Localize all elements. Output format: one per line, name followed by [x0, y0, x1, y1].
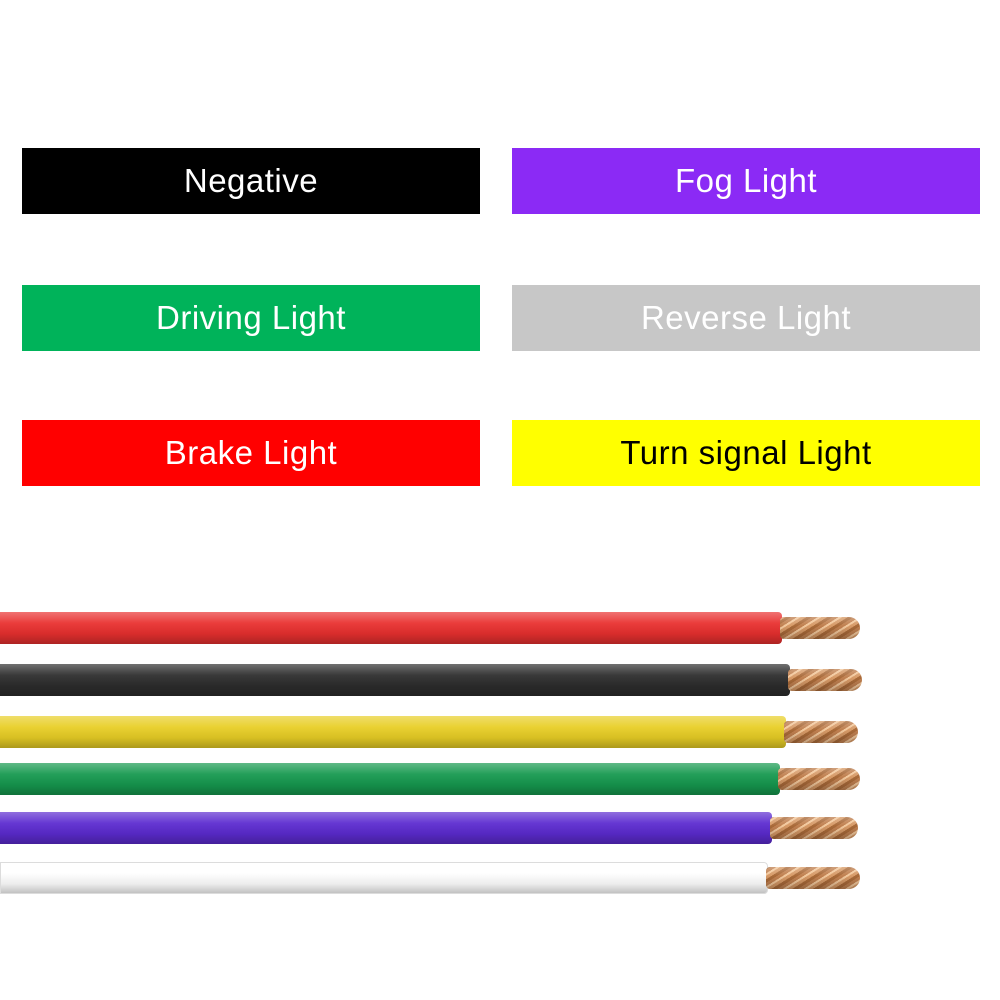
legend-negative: Negative: [22, 148, 480, 214]
legend-turn-signal-light: Turn signal Light: [512, 420, 980, 486]
legend-brake-light-label: Brake Light: [164, 434, 338, 471]
wire-white-copper-end: [766, 867, 860, 889]
wire-purple-copper-end: [770, 817, 858, 839]
wire-purple-insulation: [0, 812, 772, 844]
legend-reverse-light: Reverse Light: [512, 285, 980, 351]
wire-black-copper-end: [788, 669, 862, 691]
legend-fog-light: Fog Light: [512, 148, 980, 214]
wire-red-insulation: [0, 612, 782, 644]
legend-driving-light: Driving Light: [22, 285, 480, 351]
legend-driving-light-label: Driving Light: [156, 299, 346, 336]
legend-fog-light-label: Fog Light: [674, 162, 818, 199]
wire-yellow-insulation: [0, 716, 786, 748]
wire-red-copper-end: [780, 617, 860, 639]
wire-green-insulation: [0, 763, 780, 795]
wire-white-insulation: [0, 862, 768, 894]
wire-green-copper-end: [778, 768, 860, 790]
wire-black-insulation: [0, 664, 790, 696]
legend-turn-signal-light-label: Turn signal Light: [620, 434, 872, 471]
wire-yellow-copper-end: [784, 721, 858, 743]
legend-brake-light: Brake Light: [22, 420, 480, 486]
legend-reverse-light-label: Reverse Light: [640, 299, 852, 336]
legend-negative-label: Negative: [183, 162, 319, 199]
